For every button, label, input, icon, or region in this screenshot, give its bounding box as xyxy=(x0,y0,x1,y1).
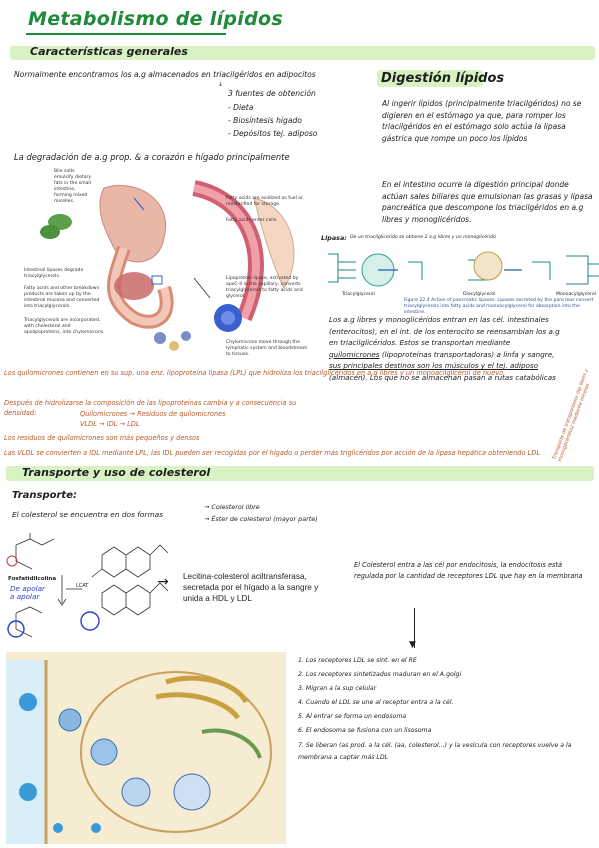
endocytosis-step: 5. Al entrar se forma un endosoma xyxy=(298,713,407,720)
source-item: - Dieta xyxy=(228,103,254,112)
orange-note-4: Las VLDL se convierten a IDL mediante LP… xyxy=(4,449,541,457)
digestion-p2: En el intestino ocurre la digestión prin… xyxy=(382,180,593,224)
figure-callout: Fatty acids enter cells. xyxy=(226,218,278,223)
endocytosis-step: 1. Los receptores LDL se sint. en el RE xyxy=(298,657,417,664)
orange-note-1: Los quilomicrones contienen en su sup. u… xyxy=(4,369,506,377)
digestion-heading: Digestión lípidos xyxy=(381,71,505,86)
lipasa-note: De un triacilglicerido se obtiene 2 a.g … xyxy=(350,235,496,240)
general-heading: Características generales xyxy=(30,45,188,58)
sources-title: 3 fuentes de obtención xyxy=(228,89,316,98)
digestion-p3-c: (almacén). Los que no se almacenan pasan… xyxy=(329,372,556,382)
endocytosis-step: 2. Los receptores sintetizados maduran e… xyxy=(298,671,462,678)
lipasa-label: Lipasa: xyxy=(321,234,347,242)
source-item: - Depósitos tej. adiposo xyxy=(228,129,318,138)
digestion-p3-destinos: sus principales destinos son los músculo… xyxy=(329,361,539,371)
endocytosis-intro: El Colesterol entra a las cél por endoci… xyxy=(354,561,583,581)
figure-label: Triacylglycerol xyxy=(342,292,375,297)
polarity-note-line: a apolar xyxy=(10,591,40,601)
orange-note-2: Después de hidrolizarse la composición d… xyxy=(4,399,297,418)
transport-subheading: Transporte: xyxy=(12,490,77,501)
lipase-figure-caption: Figure 22.4 Action of pancreatic lipases… xyxy=(404,298,594,315)
figure-callout: Triacylglycerols are incorporated, with … xyxy=(24,318,105,335)
general-line1: Normalmente encontramos los a.g almacena… xyxy=(14,70,316,79)
endocytosis-step: 3. Migran a la sup celular xyxy=(298,685,377,692)
digestion-p3-b: (lipoproteínas transportadoras) a linfa … xyxy=(381,349,555,359)
orange-sequence-2: VLDL → IDL → LDL xyxy=(80,420,140,428)
heading-band xyxy=(377,70,483,87)
lcat-definition: Lecitina-colesterol aciltransferasa, sec… xyxy=(183,572,319,604)
transport-form: → Colesterol libre xyxy=(204,503,260,511)
degradation-line: La degradación de a.g prop. & a corazón … xyxy=(14,152,290,162)
figure-label: Monoacylglycerol xyxy=(556,292,596,297)
ldl-endocytosis-figure xyxy=(6,642,286,844)
endocytosis-illustration xyxy=(6,652,286,844)
polarity-note: De apolar a apolar xyxy=(10,585,45,601)
title-underline xyxy=(26,33,226,35)
orange-sequence-1: Quilomicrones → Residuos de quilomicrone… xyxy=(80,410,226,418)
digestion-illustration xyxy=(40,180,295,351)
lipid-absorption-figure: Bile salts emulsify dietary fats in the … xyxy=(14,168,312,364)
figure-callout: Fatty acids are oxidized as fuel or rees… xyxy=(226,196,304,207)
heading-band xyxy=(10,46,595,60)
lipase-reaction-illustration xyxy=(328,251,599,287)
figure-callout: Bile salts emulsify dietary fats in the … xyxy=(54,169,92,204)
polarity-note-line: De apolar xyxy=(10,584,45,593)
source-item: - Biosíntesis hígado xyxy=(228,116,302,125)
arrow-line xyxy=(414,608,415,648)
digestion-p1: Al ingerir lípidos (principalmente triac… xyxy=(382,99,582,143)
endocytosis-step: 7. Se liberan (as prod. a la cél. (aa, c… xyxy=(298,742,572,761)
orange-note-3: Los residuos de quilomicrones son más pe… xyxy=(4,434,200,442)
lcat-label: LCAT xyxy=(76,583,89,589)
transport-form: → Éster de colesterol (mayor parte) xyxy=(204,515,318,523)
lcat-reaction-illustration xyxy=(6,533,169,638)
cholesterol-esterification-figure xyxy=(2,533,174,643)
figure-callout: Intestinal lipases degrade triacylglycer… xyxy=(24,268,84,279)
page-title: Metabolismo de lípidos xyxy=(28,8,283,30)
figure-callout: Fatty acids and other breakdown products… xyxy=(24,286,100,309)
figure-label: Diacylglycerol xyxy=(463,292,496,297)
arrow-down-icon: ↓ xyxy=(218,81,224,88)
endocytosis-step: 4. Cuando el LDL se une al receptor entr… xyxy=(298,699,454,706)
transport-line1: El colesterol se encuentra en dos formas xyxy=(12,510,164,519)
arrow-down-icon: ▼ xyxy=(409,640,416,650)
lipase-reaction-figure: Triacylglycerol Diacylglycerol Monoacylg… xyxy=(318,242,599,314)
figure-callout: Chylomicrons move through the lymphatic … xyxy=(226,340,308,357)
figure-callout: Lipoprotein lipase, activated by apoC-II… xyxy=(226,276,303,299)
transport-heading: Transporte y uso de colesterol xyxy=(22,466,211,479)
fosfatidilcolina-label: Fosfatidilcolina xyxy=(8,576,57,582)
arrow-right-icon: → xyxy=(157,574,169,590)
endocytosis-step: 6. El endosoma se fusiona con un lisosom… xyxy=(298,727,432,734)
digestion-p3-quilomicrones: quilomicrones xyxy=(329,349,380,359)
digestion-p3-a: Los a.g libres y monoglicéridos entran e… xyxy=(329,315,560,348)
digestion-p3: Los a.g libres y monoglicéridos entran e… xyxy=(329,314,561,383)
heading-band xyxy=(6,466,594,481)
